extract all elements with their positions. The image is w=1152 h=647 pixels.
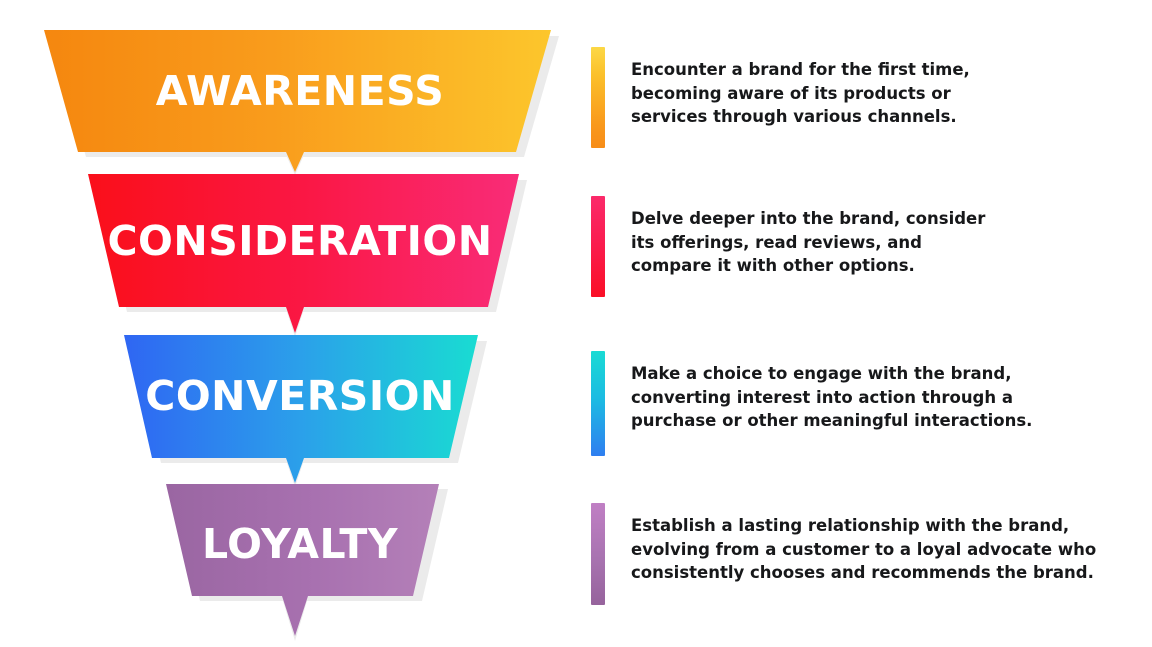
funnel-stage-consideration-label: CONSIDERATION	[107, 217, 492, 265]
funnel-description-awareness: Encounter a brand for the first time, be…	[591, 47, 970, 148]
funnel-graphic: AWARENESS CONSIDERATION CONVERSION LOYAL…	[44, 30, 559, 641]
funnel-description-consideration: Delve deeper into the brand, consider it…	[591, 196, 985, 297]
funnel-stage-awareness-shape[interactable]	[44, 30, 551, 172]
funnel-description-loyalty-text: Establish a lasting relationship with th…	[631, 516, 1097, 582]
funnel-stage-loyalty[interactable]: LOYALTY	[166, 484, 439, 636]
funnel-stage-consideration-shape[interactable]	[88, 174, 519, 333]
funnel-stage-conversion-label: CONVERSION	[145, 372, 455, 420]
accent-bar-loyalty	[591, 503, 605, 605]
funnel-description-consideration-text: Delve deeper into the brand, consider it…	[631, 209, 986, 275]
funnel-svg: AWARENESS CONSIDERATION CONVERSION LOYAL…	[44, 30, 559, 641]
funnel-stage-conversion-shape[interactable]	[124, 335, 478, 483]
funnel-stage-conversion[interactable]: CONVERSION	[124, 335, 478, 483]
funnel-descriptions: Encounter a brand for the first time, be…	[591, 0, 1152, 647]
accent-bar-consideration	[591, 196, 605, 297]
funnel-stage-loyalty-shape[interactable]	[166, 484, 439, 636]
funnel-description-loyalty: Establish a lasting relationship with th…	[591, 503, 1096, 605]
funnel-description-awareness-text: Encounter a brand for the first time, be…	[631, 60, 970, 126]
funnel-stage-awareness-label: AWARENESS	[156, 67, 445, 115]
funnel-stage-consideration[interactable]: CONSIDERATION	[88, 174, 519, 333]
funnel-description-conversion-text: Make a choice to engage with the brand, …	[631, 364, 1033, 430]
accent-bar-awareness	[591, 47, 605, 148]
funnel-stage-loyalty-label: LOYALTY	[202, 520, 399, 568]
funnel-stage-awareness[interactable]: AWARENESS	[44, 30, 551, 172]
funnel-description-conversion: Make a choice to engage with the brand, …	[591, 351, 1032, 456]
accent-bar-conversion	[591, 351, 605, 456]
